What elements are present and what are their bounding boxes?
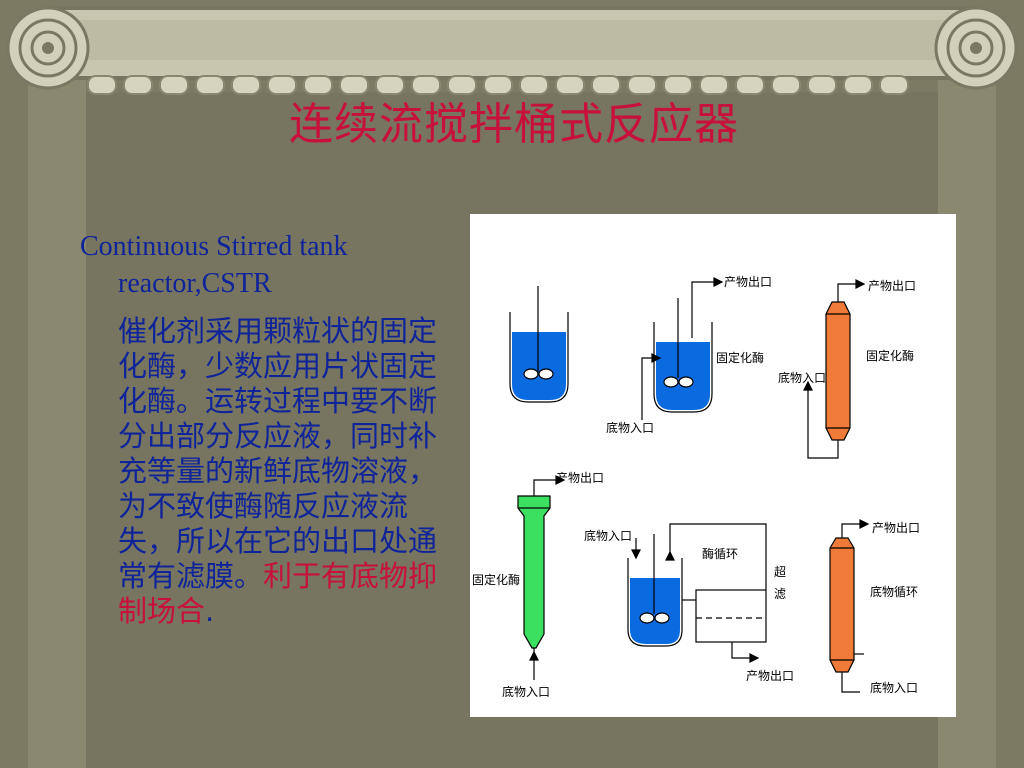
label-enzyme-cycle: 酶循环 — [702, 546, 738, 561]
circulation-column — [829, 519, 870, 693]
dentil-row — [87, 75, 909, 95]
chinese-paragraph: 催化剂采用颗粒状的固定化酶，少数应用片状固定化酶。运转过程中要不断分出部分反应液… — [80, 314, 460, 629]
label-product-out-5: 产物出口 — [872, 521, 920, 535]
label-product-out-1: 产物出口 — [724, 275, 772, 289]
left-volute-icon — [6, 6, 90, 90]
label-substrate-in-3: 底物入口 — [502, 684, 550, 699]
paragraph-highlight: 利于有底物抑制场合 — [118, 559, 438, 628]
label-substrate-in-5: 底物入口 — [870, 680, 918, 695]
paragraph-end: . — [205, 594, 215, 628]
reactor-diagram: 产物出口 固定化酶 底物入口 产物出口 固定化酶 底物入口 产物出口 固定化酶 … — [470, 214, 956, 717]
stirred-tank-2 — [641, 277, 724, 420]
label-immobilized-enzyme-3: 固定化酶 — [472, 572, 520, 587]
label-immobilized-enzyme-2: 固定化酶 — [866, 348, 914, 363]
slide-title: 连续流搅拌桶式反应器 — [289, 99, 739, 150]
paragraph-main: 催化剂采用颗粒状的固定化酶，少数应用片状固定化酶。运转过程中要不断分出部分反应液… — [118, 314, 438, 593]
stirred-tank-ultrafiltration — [627, 523, 767, 663]
packed-column-1 — [803, 279, 866, 459]
label-product-out-4: 产物出口 — [746, 669, 794, 683]
english-heading-line2: reactor,CSTR — [118, 268, 272, 299]
english-heading: Continuous Stirred tank reactor,CSTR — [80, 228, 460, 302]
label-substrate-in-4: 底物入口 — [584, 528, 632, 543]
label-ultrafiltration-1: 超 — [774, 564, 786, 579]
label-substrate-cycle: 底物循环 — [870, 584, 918, 599]
packed-column-green — [517, 475, 566, 680]
reactor-diagram-svg: 产物出口 固定化酶 底物入口 产物出口 固定化酶 底物入口 产物出口 固定化酶 … — [472, 275, 920, 699]
label-immobilized-enzyme-1: 固定化酶 — [716, 350, 764, 365]
english-heading-line1: Continuous Stirred tank — [80, 231, 348, 262]
label-substrate-in-2: 底物入口 — [778, 370, 826, 385]
diagram-labels: 产物出口 固定化酶 底物入口 产物出口 固定化酶 底物入口 产物出口 固定化酶 … — [472, 275, 920, 699]
stirred-tank-1 — [509, 286, 569, 403]
label-ultrafiltration-2: 滤 — [774, 587, 786, 601]
right-volute-icon — [934, 6, 1018, 90]
label-substrate-in-1: 底物入口 — [606, 420, 654, 435]
label-product-out-3: 产物出口 — [556, 471, 604, 485]
body-text: Continuous Stirred tank reactor,CSTR 催化剂… — [80, 228, 460, 629]
label-product-out-2: 产物出口 — [868, 279, 916, 293]
